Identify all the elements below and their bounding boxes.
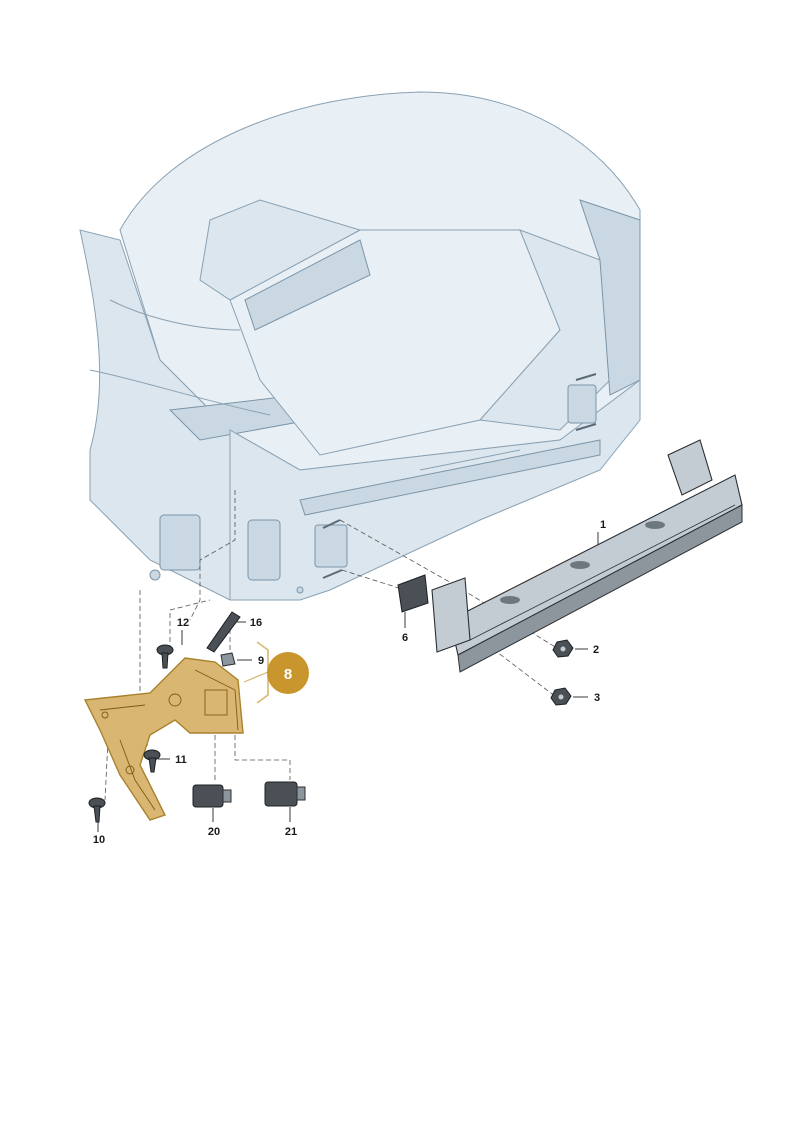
callout-21: 21 <box>285 826 297 838</box>
callout-3: 3 <box>594 692 600 704</box>
assembly-guide-lines <box>104 490 561 801</box>
vehicle-rear-body <box>79 91 641 601</box>
strip-part <box>206 611 241 653</box>
callout-12: 12 <box>177 617 189 629</box>
callout-1: 1 <box>600 519 606 531</box>
sensor-part-20 <box>192 784 232 808</box>
callout-20: 20 <box>208 826 220 838</box>
cap-part <box>397 574 429 613</box>
callout-16: 16 <box>250 617 262 629</box>
callout-labels: 1 2 3 6 9 10 11 12 16 20 21 <box>93 519 606 846</box>
badge-label-8: 8 <box>284 666 292 683</box>
screw-part-10 <box>88 797 106 823</box>
screw-part-12 <box>156 644 174 669</box>
callout-11: 11 <box>175 754 187 766</box>
callout-10: 10 <box>93 834 105 846</box>
bumper-beam-part <box>431 439 743 673</box>
callout-6: 6 <box>402 632 408 644</box>
sensor-part-21 <box>264 781 306 807</box>
clip-part <box>220 652 236 667</box>
callout-2: 2 <box>593 644 599 656</box>
nut-part-3 <box>550 687 572 706</box>
nut-part-2 <box>552 639 574 658</box>
assembly-badge-8: 8 <box>243 641 309 704</box>
leader-lines <box>97 532 599 832</box>
screw-part-11 <box>143 749 161 773</box>
callout-9: 9 <box>258 655 264 667</box>
highlighted-bracket-part <box>83 657 244 821</box>
